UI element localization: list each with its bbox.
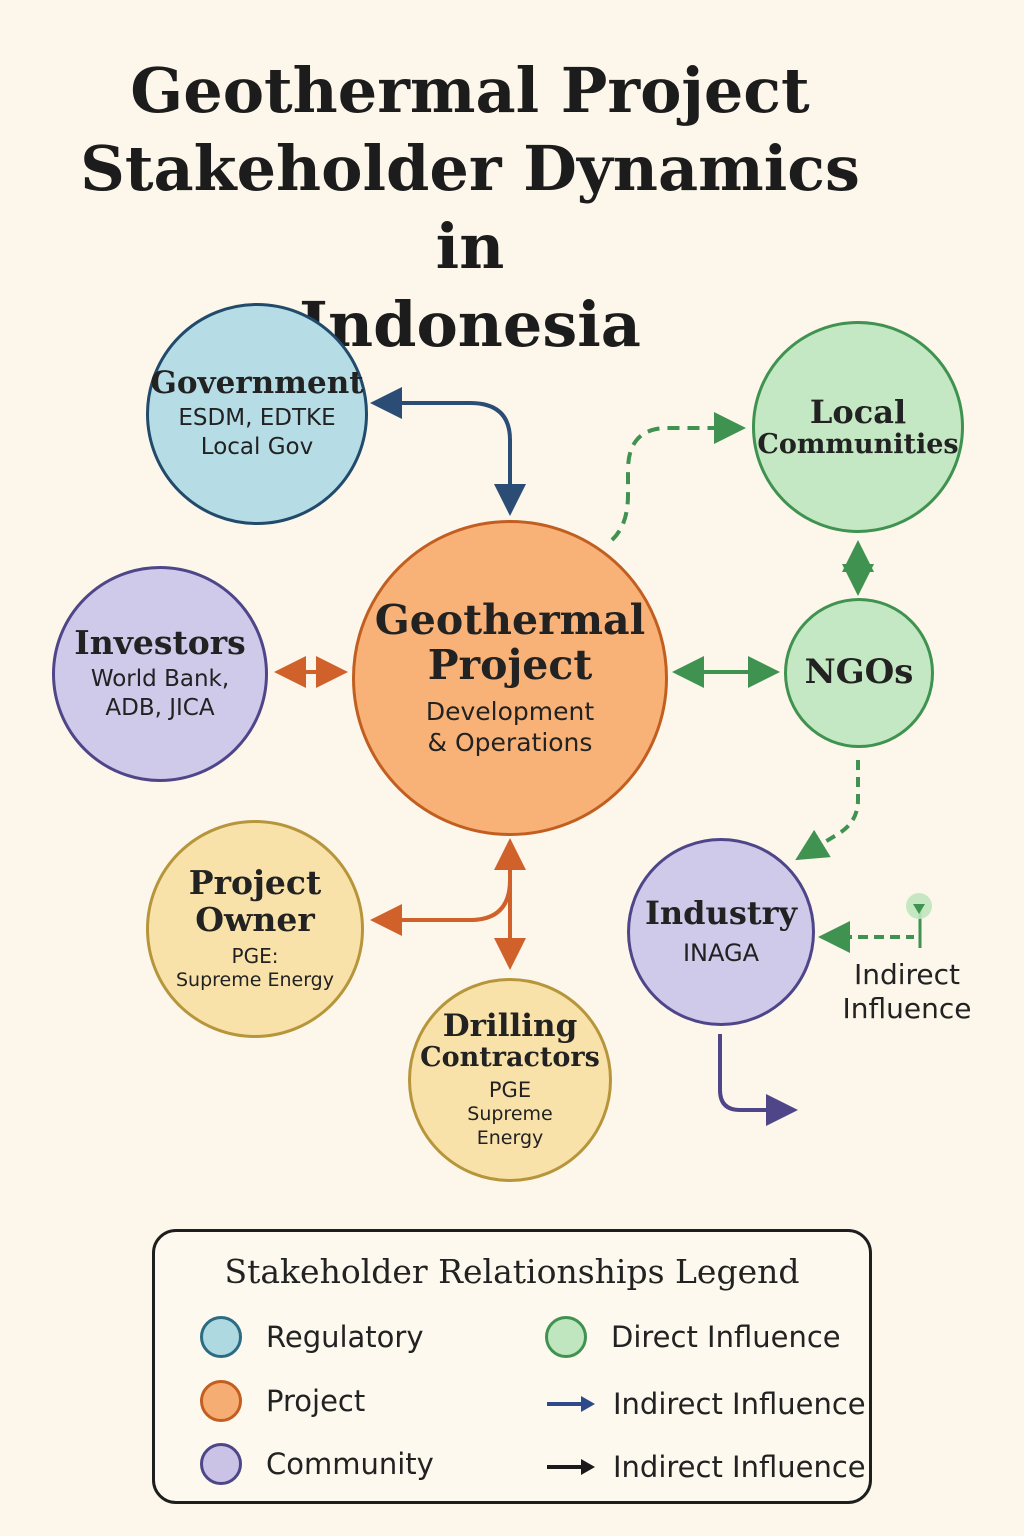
project-title-2: Project [427,640,593,689]
node-government[interactable]: Government ESDM, EDTKE Local Gov [146,303,368,525]
edge-ngos-industry [795,760,860,861]
edge-industry-out [718,1034,798,1126]
legend-label-community: Community [266,1447,434,1481]
node-industry[interactable]: Industry INAGA [627,838,815,1026]
node-local-communities[interactable]: Local Communities [752,321,964,533]
legend-item-direct-influence: Direct Influence [545,1316,841,1358]
owner-title-1: Project [188,863,322,903]
legend-item-project: Project [200,1380,365,1422]
node-investors[interactable]: Investors World Bank, ADB, JICA [52,566,268,782]
legend-label-direct-influence: Direct Influence [611,1320,841,1354]
drilling-title-1: Drilling [442,1008,578,1045]
owner-sub-2: Supreme Energy [175,968,334,991]
indirect-label-line-2: Influence [842,992,972,1025]
direct-influence-swatch-icon [545,1316,587,1358]
legend-title: Stakeholder Relationships Legend [224,1252,800,1291]
legend-item-indirect-influence-black: Indirect Influence [545,1450,866,1484]
edge-government-project [370,387,526,516]
project-sub-1: Development [425,696,595,726]
legend-label-project: Project [266,1384,366,1418]
edge-project-owner [370,879,512,936]
investors-sub-2: ADB, JICA [105,695,215,722]
investors-title: Investors [74,623,246,663]
legend-label-indirect-influence-1: Indirect Influence [613,1387,866,1421]
legend-item-regulatory: Regulatory [200,1316,424,1358]
title-line-1: Geothermal Project [130,54,810,127]
node-ngos[interactable]: NGOs [784,598,934,748]
page-title: Geothermal Project Stakeholder Dynamics … [40,52,900,364]
node-geothermal-project[interactable]: Geothermal Project Development & Operati… [352,520,668,836]
legend-panel: Stakeholder Relationships Legend Regulat… [152,1229,872,1504]
industry-title: Industry [644,894,798,933]
legend-label-indirect-influence-2: Indirect Influence [613,1450,866,1484]
owner-sub-1: PGE: [231,943,279,968]
investors-sub-1: World Bank, [90,666,230,693]
node-drilling-contractors[interactable]: Drilling Contractors PGE Supreme Energy [408,978,612,1182]
node-project-owner[interactable]: Project Owner PGE: Supreme Energy [146,820,364,1038]
title-line-3: Indonesia [299,288,641,361]
government-title: Government [150,365,364,402]
blue-arrow-icon [547,1396,595,1412]
drilling-sub-2: Supreme [467,1103,553,1126]
government-sub-2: Local Gov [200,434,314,461]
community-swatch-icon [200,1443,242,1485]
drilling-sub-1: PGE [488,1078,532,1103]
communities-title-1: Local [809,392,907,431]
title-line-2: Stakeholder Dynamics in [80,132,860,283]
project-title-1: Geothermal [374,595,646,644]
legend-item-community: Community [200,1443,434,1485]
legend-label-regulatory: Regulatory [266,1320,424,1354]
indirect-influence-label: Indirect Influence [832,958,982,1026]
drilling-title-2: Contractors [420,1042,600,1074]
communities-title-2: Communities [757,428,959,460]
ngos-title: NGOs [804,652,914,693]
black-arrow-icon [547,1459,595,1475]
project-swatch-icon [200,1380,242,1422]
industry-sub-1: INAGA [682,938,760,967]
regulatory-swatch-icon [200,1316,242,1358]
edge-project-communities [610,412,746,542]
owner-title-2: Owner [195,899,315,939]
project-sub-2: & Operations [427,728,593,758]
indirect-label-line-1: Indirect [853,958,961,991]
government-sub-1: ESDM, EDTKE [178,405,336,432]
legend-item-indirect-influence-blue: Indirect Influence [545,1387,866,1421]
drilling-sub-3: Energy [476,1127,544,1150]
